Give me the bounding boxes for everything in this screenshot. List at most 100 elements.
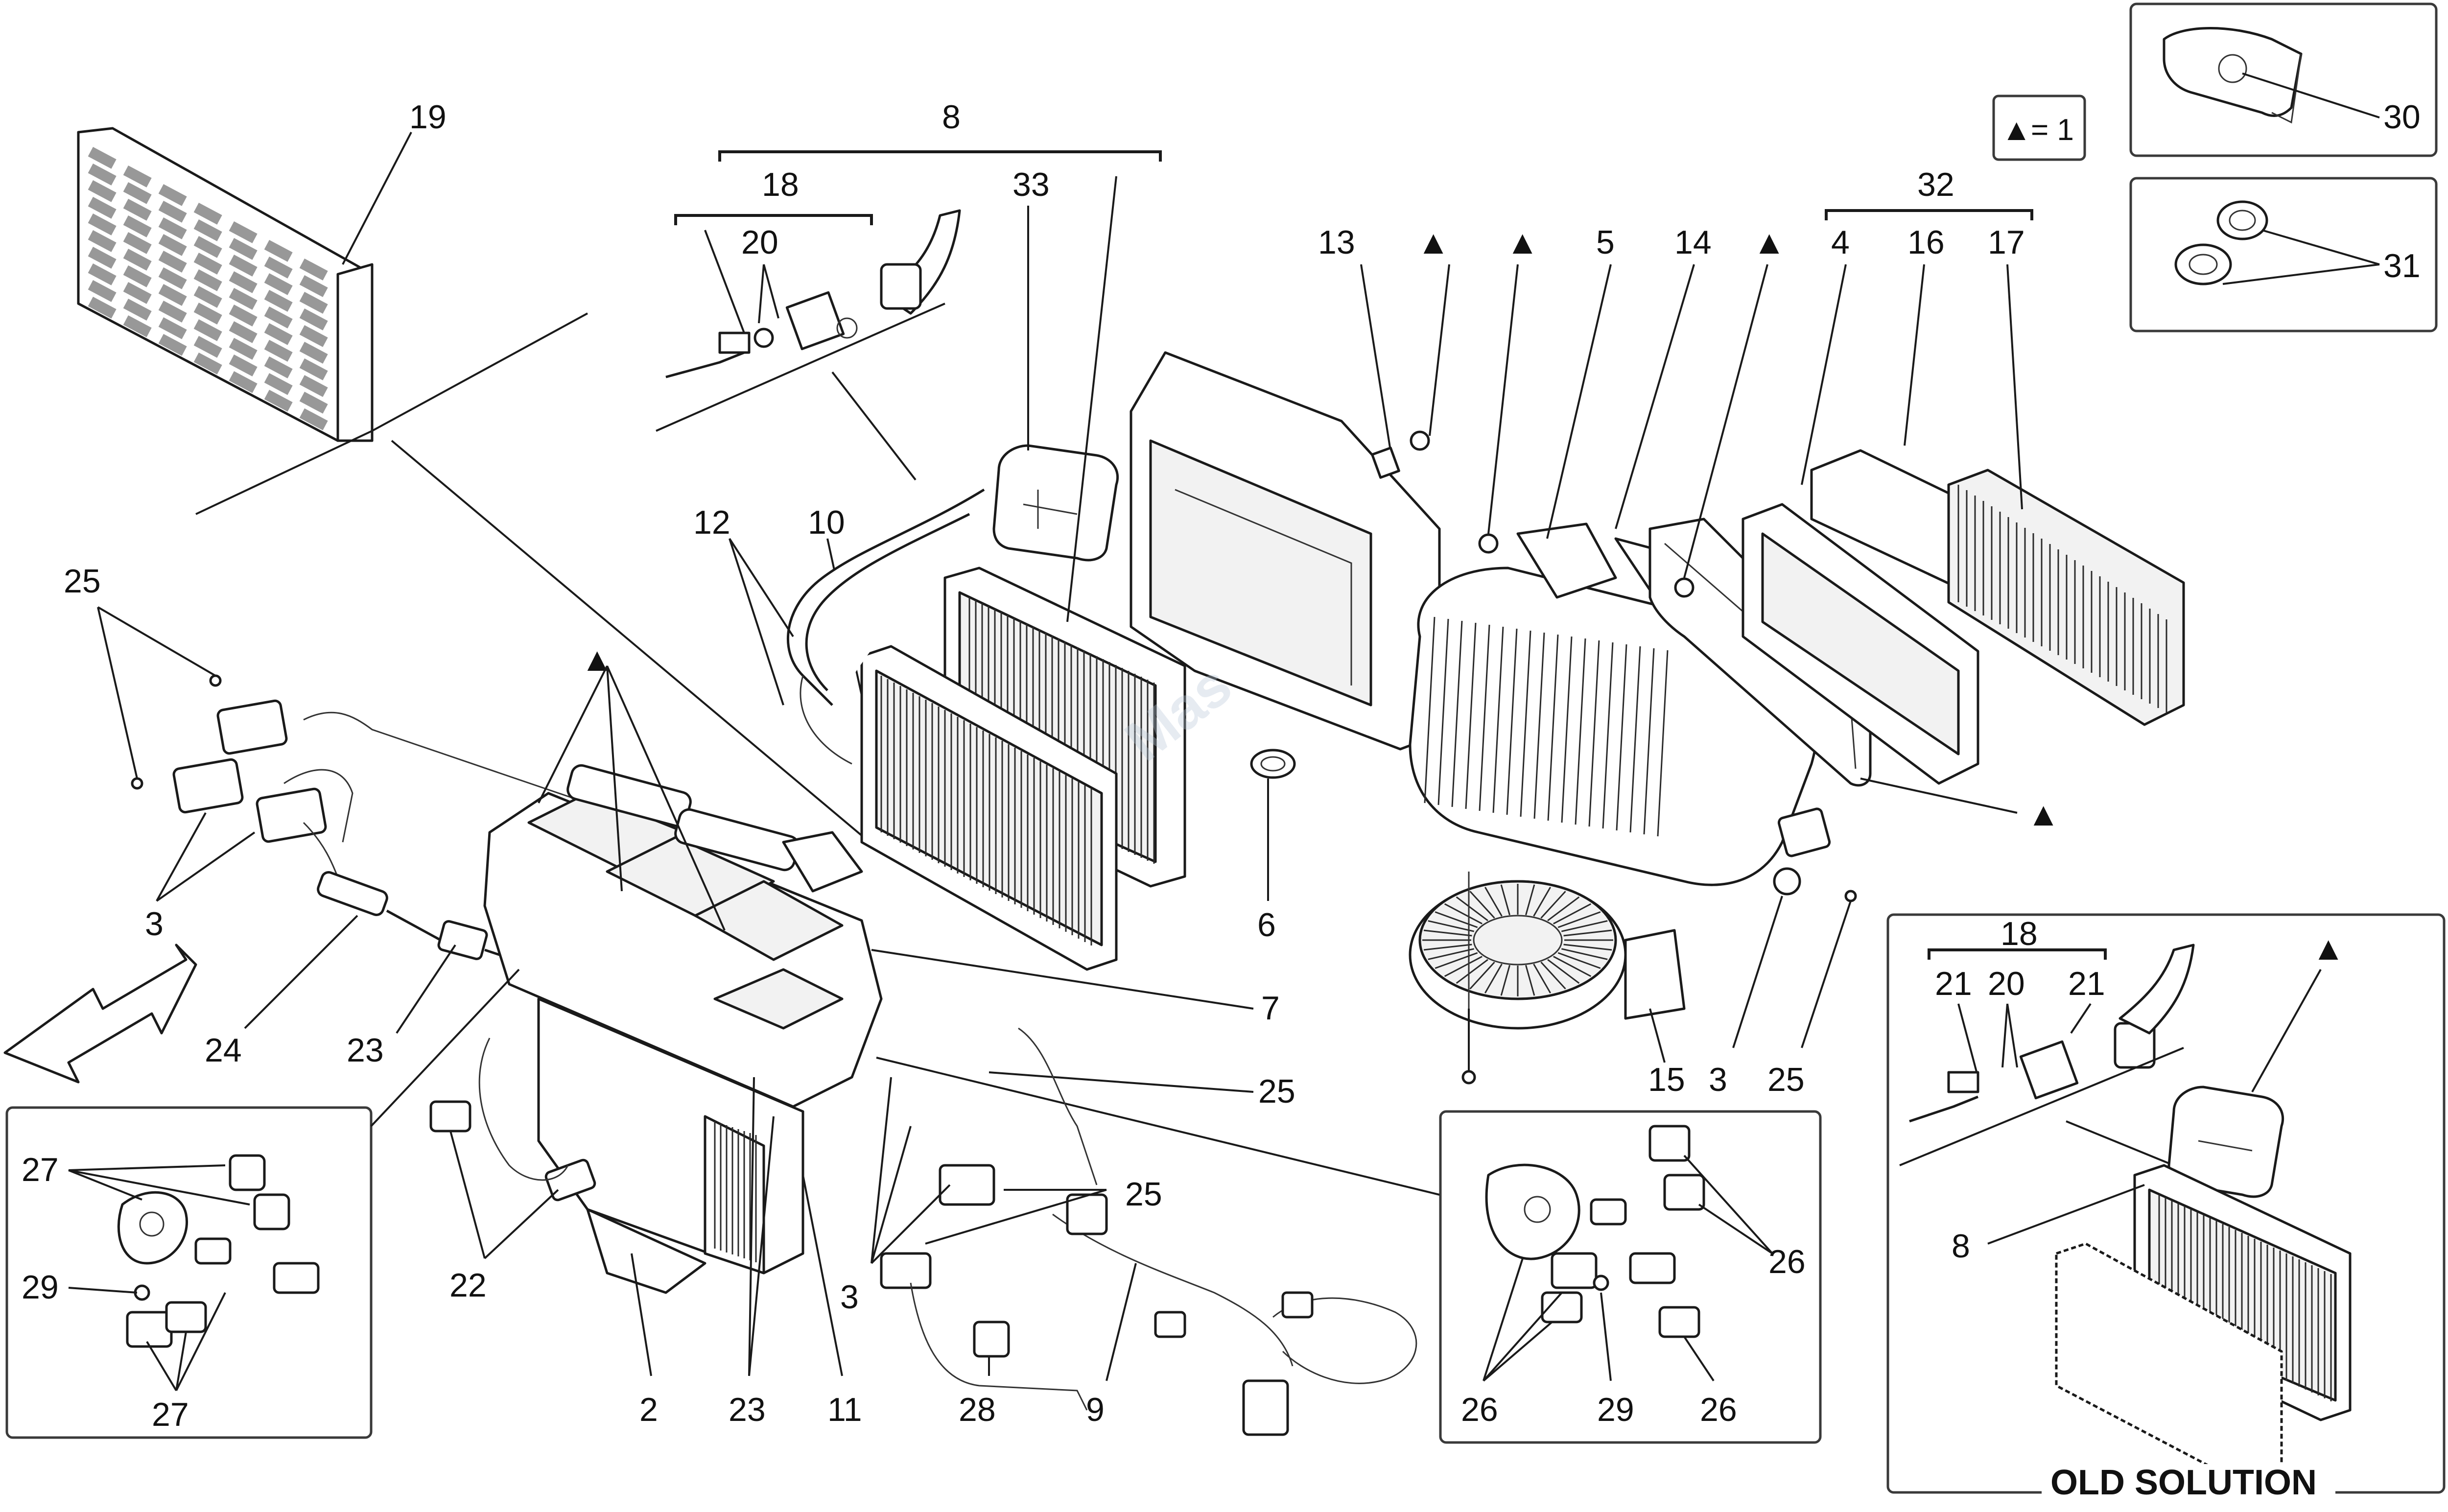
callout-8-top: 8 bbox=[942, 98, 961, 136]
callout-18-top: 18 bbox=[762, 166, 799, 203]
part-19-grille bbox=[77, 127, 374, 442]
part-28-connector bbox=[973, 1321, 1010, 1358]
leader-3-right bbox=[1732, 896, 1783, 1048]
leader-26-a bbox=[1683, 1155, 1773, 1254]
triangle-marker: ▲ bbox=[1753, 224, 1786, 261]
old-solution-label: OLD SOLUTION bbox=[2050, 1463, 2317, 1502]
direction-arrow bbox=[3, 944, 197, 1084]
callout-30: 30 bbox=[2383, 98, 2421, 136]
leader-25-lower-a bbox=[925, 1189, 1107, 1245]
callout-22: 22 bbox=[449, 1267, 487, 1304]
leader-3-left-a bbox=[156, 812, 207, 901]
inset-bottom-left-parts bbox=[117, 1154, 320, 1348]
leader-3-bottom-b bbox=[871, 1126, 912, 1264]
leader-31-b bbox=[2222, 263, 2380, 285]
callout-32: 32 bbox=[1917, 166, 1954, 203]
guide-line-19 bbox=[195, 312, 588, 515]
callout-26-bottom: 26 bbox=[1700, 1391, 1737, 1428]
part-15-blower-fan bbox=[1409, 872, 1686, 1085]
leader-triangle-old bbox=[2251, 969, 2322, 1092]
callout-25-mid: 25 bbox=[1258, 1073, 1295, 1110]
leader-27-b bbox=[68, 1169, 250, 1205]
leader-2 bbox=[631, 1253, 652, 1376]
leader-27-e bbox=[175, 1331, 187, 1391]
leader-26-b bbox=[1698, 1204, 1773, 1254]
leader-13 bbox=[1360, 264, 1391, 451]
part-25-screw bbox=[209, 674, 222, 687]
triangle-marker: ▲ bbox=[2312, 930, 2345, 967]
leader-29-left bbox=[68, 1287, 138, 1294]
bracket-18 bbox=[674, 214, 873, 225]
guide-line-18 bbox=[656, 303, 945, 432]
leader-12a bbox=[729, 538, 794, 638]
part-25-screw bbox=[1844, 890, 1857, 902]
leader-27-d bbox=[146, 1341, 177, 1392]
part-33-foam-pad bbox=[992, 444, 1119, 562]
leader-triangle-unit-b bbox=[606, 665, 623, 892]
leader-18-to-evap bbox=[831, 371, 917, 481]
leader-27-a bbox=[68, 1164, 226, 1171]
triangle-marker: ▲ bbox=[1417, 224, 1450, 261]
leader-3-bottom-c bbox=[871, 1077, 892, 1264]
callout-7: 7 bbox=[1261, 990, 1280, 1027]
blower-housing-ribs bbox=[1424, 616, 1669, 837]
callout-3-right: 3 bbox=[1709, 1061, 1727, 1098]
part-16-filter-frame bbox=[1742, 503, 1979, 785]
callout-4: 4 bbox=[1831, 224, 1850, 261]
leader-26-d bbox=[1483, 1292, 1563, 1382]
washer bbox=[1478, 533, 1499, 554]
leader-3-bottom-a bbox=[871, 1184, 951, 1264]
leader-26-f bbox=[1683, 1336, 1715, 1382]
callout-9: 9 bbox=[1086, 1391, 1105, 1428]
callout-33: 33 bbox=[1012, 166, 1050, 203]
leader-21-old-b bbox=[2070, 1003, 2092, 1034]
hvac-unit-vents bbox=[714, 1121, 757, 1262]
inset-frame-part-31 bbox=[2129, 177, 2438, 332]
leader-24 bbox=[244, 915, 358, 1029]
callout-21-old-right: 21 bbox=[2068, 965, 2105, 1002]
callout-20-top: 20 bbox=[741, 224, 778, 261]
callout-10: 10 bbox=[808, 504, 845, 541]
callout-2: 2 bbox=[639, 1391, 658, 1428]
leader-26-e bbox=[1483, 1321, 1553, 1382]
triangle-marker: ▲ bbox=[1506, 224, 1539, 261]
leader-23-bottom-b bbox=[748, 1116, 775, 1376]
triangle-marker: ▲ bbox=[581, 641, 613, 678]
leader-9 bbox=[1106, 1263, 1137, 1381]
callout-13: 13 bbox=[1318, 224, 1355, 261]
part-31-grommets bbox=[2174, 200, 2268, 285]
leader-11 bbox=[802, 1175, 843, 1376]
callout-23-bottom: 23 bbox=[729, 1391, 766, 1428]
leader-4 bbox=[1801, 264, 1847, 485]
part-24-sensor bbox=[303, 822, 442, 942]
part-18-expansion-valve bbox=[665, 209, 961, 378]
callout-20-old: 20 bbox=[1988, 965, 2025, 1002]
leader-8-old bbox=[1987, 1184, 2145, 1245]
part-13-screw bbox=[1371, 430, 1430, 479]
old-solution-label-bg bbox=[2042, 1464, 2335, 1503]
leader-14 bbox=[1615, 264, 1695, 529]
callout-31: 31 bbox=[2383, 247, 2421, 284]
leader-triangle-1 bbox=[1429, 264, 1450, 436]
triangle-marker: ▲ bbox=[2027, 796, 2060, 833]
leader-15 bbox=[1649, 1008, 1666, 1063]
washer bbox=[1674, 577, 1695, 598]
part-17-cabin-filter bbox=[1810, 449, 2185, 726]
part-10-heater-core bbox=[860, 645, 1118, 971]
callout-3-left: 3 bbox=[145, 905, 164, 943]
bracket-18-old bbox=[1928, 948, 2107, 960]
leader-25-right bbox=[1801, 900, 1852, 1048]
callout-16: 16 bbox=[1907, 224, 1945, 261]
legend-symbol: ▲ bbox=[2001, 113, 2031, 147]
heater-core-fins bbox=[880, 676, 1092, 945]
callout-29-mid: 29 bbox=[1597, 1391, 1634, 1428]
leader-8 bbox=[1066, 176, 1117, 622]
leader-26-c bbox=[1483, 1258, 1524, 1381]
leader-7 bbox=[871, 949, 1254, 1010]
part-3-actuator-right bbox=[1773, 807, 1831, 896]
leader-16 bbox=[1904, 264, 1925, 446]
callout-21-old-left: 21 bbox=[1935, 965, 1972, 1002]
leader-3-left-b bbox=[156, 831, 256, 902]
guide-line-inset-left bbox=[370, 969, 520, 1127]
part-8-old-evaporator bbox=[2055, 1164, 2352, 1490]
